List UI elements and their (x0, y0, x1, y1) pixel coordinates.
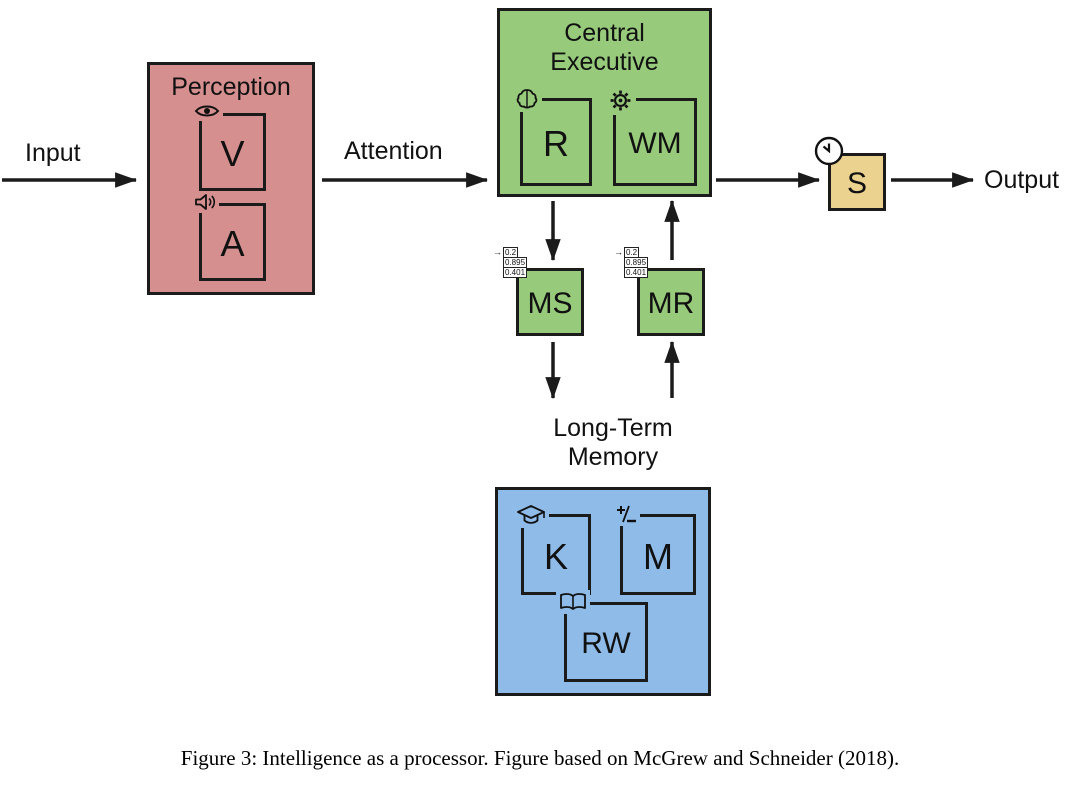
reading-writing-box: RW (556, 590, 648, 682)
reasoning-box: R (512, 86, 592, 186)
central-executive-title: Central Executive (550, 19, 659, 76)
knowledge-box: K (513, 502, 591, 595)
ltm-label: Long-Term Memory (553, 414, 673, 471)
vector-value: 0.401 (503, 267, 528, 278)
figure-caption: Figure 3: Intelligence as a processor. F… (180, 746, 900, 770)
working-memory-label: WM (628, 127, 682, 160)
output-label: Output (984, 166, 1060, 194)
auditory-box: A (191, 191, 266, 281)
plus-minus-icon (612, 502, 640, 526)
memory-retrieval-box: → 0.2 0.895 0.401 MR (614, 247, 705, 336)
perception-title: Perception (171, 73, 291, 101)
book-icon (556, 590, 590, 614)
math-label: M (643, 535, 673, 577)
vector-doc-icon: → 0.2 0.895 0.401 (614, 247, 649, 278)
speaker-icon (191, 191, 219, 213)
vector-doc-icon: → 0.2 0.895 0.401 (493, 247, 528, 278)
speed-label: S (846, 167, 867, 200)
visual-box: V (191, 101, 266, 191)
speed-box: S (814, 136, 886, 211)
reading-writing-label: RW (581, 627, 631, 660)
reasoning-label: R (543, 123, 569, 164)
attention-label: Attention (344, 137, 443, 165)
clock-icon (814, 136, 844, 166)
working-memory-box: WM (605, 86, 697, 186)
perception-box: Perception V A (147, 62, 315, 295)
vector-value: 0.401 (624, 267, 649, 278)
central-executive-box: Central Executive R WM (497, 8, 712, 197)
memory-storage-box: → 0.2 0.895 0.401 MS (493, 247, 584, 336)
eye-icon (191, 101, 223, 121)
long-term-memory-box: K M RW (495, 487, 711, 696)
graduation-cap-icon (513, 502, 549, 528)
memory-storage-label: MS (527, 287, 573, 320)
brain-icon (512, 86, 542, 112)
input-label: Input (25, 139, 81, 167)
auditory-label: A (220, 223, 245, 264)
visual-label: V (220, 133, 245, 174)
memory-retrieval-label: MR (647, 287, 695, 320)
knowledge-label: K (543, 535, 568, 577)
math-box: M (612, 502, 696, 595)
gear-icon (605, 86, 636, 115)
